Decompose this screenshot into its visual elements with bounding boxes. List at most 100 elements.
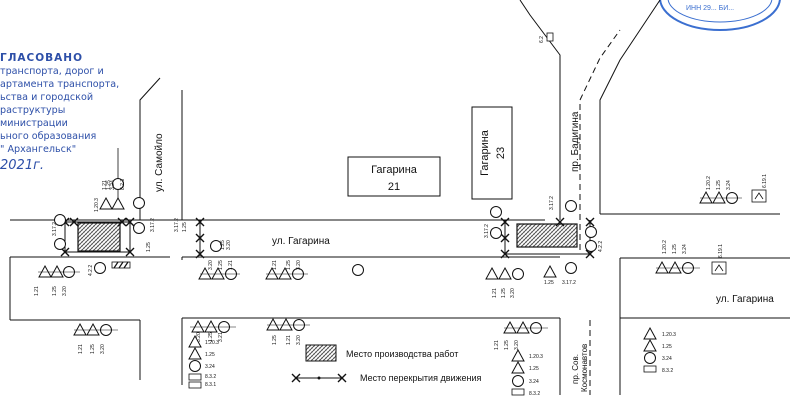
- legend: Место производства работ Место перекрыти…: [291, 344, 482, 383]
- stamp-line: ьного образования: [0, 131, 97, 142]
- sign-icon-triangle: [668, 261, 682, 274]
- svg-text:3.20: 3.20: [514, 340, 520, 350]
- street-label-kosmonavtov-1: пр. Сов.: [571, 354, 580, 384]
- svg-text:4.2.2: 4.2.2: [598, 241, 604, 252]
- building-23-street: Гагарина: [479, 129, 491, 176]
- sign-cluster-right-1: 1.20.2 1.25 3.24 6.19.1: [699, 174, 768, 204]
- sign-icon-triangle: [712, 191, 726, 204]
- barrier-west: [111, 261, 131, 269]
- sign-icon-circle: [490, 206, 502, 218]
- svg-text:3.24: 3.24: [205, 364, 215, 370]
- svg-text:3.20: 3.20: [226, 240, 232, 250]
- svg-text:8.2.3: 8.2.3: [120, 179, 126, 190]
- svg-text:1.21: 1.21: [228, 260, 234, 270]
- svg-text:3.24: 3.24: [529, 379, 539, 385]
- closure-middle: [195, 217, 205, 259]
- street-label-kosmonavtov-2: Космонавтов: [580, 344, 589, 392]
- svg-text:1.21: 1.21: [78, 344, 84, 354]
- svg-text:3.20: 3.20: [296, 335, 302, 345]
- sign-icon-triangle: [498, 267, 512, 280]
- sign-cluster-west: 1.21 1.25 3.24 8.2.3: [102, 148, 126, 200]
- badigina-west-edge: [519, 0, 561, 220]
- badigina-axis: [579, 29, 621, 250]
- svg-text:1.20.2: 1.20.2: [706, 176, 712, 190]
- sign-cluster-west-4: 1.21 1.25 3.20: [34, 265, 80, 296]
- svg-text:3.20: 3.20: [100, 344, 106, 354]
- svg-text:3.21: 3.21: [218, 332, 224, 342]
- seal: ИНН 29... БИ...: [659, 0, 781, 31]
- sign-icon-circle: [133, 197, 145, 209]
- svg-text:3.24: 3.24: [682, 244, 688, 254]
- svg-text:8.3.1: 8.3.1: [205, 382, 216, 388]
- street-label-gagarina-east: ул. Гагарина: [716, 294, 774, 305]
- svg-text:3.17.2: 3.17.2: [150, 218, 156, 232]
- svg-text:1.25: 1.25: [716, 180, 722, 190]
- svg-text:3.24: 3.24: [726, 180, 732, 190]
- building-23-number: 23: [495, 147, 507, 159]
- sign-icon-triangle: [485, 267, 499, 280]
- svg-text:1.20.3: 1.20.3: [529, 354, 543, 360]
- svg-text:1.25: 1.25: [205, 352, 215, 358]
- svg-text:1.20.3: 1.20.3: [662, 332, 676, 338]
- stamp-line: " Архангельск": [0, 144, 77, 155]
- sign-cluster-samoylo: 3.17.2 1.25 3.20 1.25 1.21: [174, 218, 240, 280]
- sign-cluster-lower-left: 1.21 1.25 3.20: [73, 323, 118, 354]
- sign-icon-circle: [512, 268, 524, 280]
- badigina-east-edge: [599, 0, 661, 214]
- stamp-line: ьства и городской: [0, 92, 94, 103]
- svg-text:3.24: 3.24: [662, 356, 672, 362]
- svg-text:8.3.2: 8.3.2: [529, 391, 540, 397]
- svg-text:1.25: 1.25: [286, 260, 292, 270]
- svg-text:1.21: 1.21: [492, 288, 498, 298]
- samoylo-west-edge: [139, 77, 161, 220]
- sign-cluster-west-3: 4.2.2 1.25 3.17.2: [52, 197, 152, 276]
- sign-icon-triangle: [279, 318, 293, 331]
- legend-work-area-label: Место производства работ: [346, 349, 458, 359]
- sign-icon-circle: [565, 200, 577, 212]
- svg-text:1.25: 1.25: [90, 344, 96, 354]
- svg-text:1.20.2: 1.20.2: [662, 240, 668, 254]
- approval-stamp: ГЛАСОВАНО транспорта, дорог и артамента …: [0, 52, 136, 202]
- sign-cluster-south-mid: 1.25 1.21 3.20: [266, 318, 310, 345]
- svg-text:8.3.2: 8.3.2: [205, 374, 216, 380]
- street-label-samoylo: ул. Самойло: [154, 133, 165, 192]
- road-edges: [9, 0, 790, 395]
- svg-text:1.25: 1.25: [662, 344, 672, 350]
- stamp-signature: 2021г.: [0, 158, 45, 173]
- sign-icon-circle: [189, 360, 201, 372]
- sign-icon-triangle: [503, 321, 517, 334]
- sign-cluster-mid: 1.21 1.25 3.20: [265, 260, 364, 280]
- svg-text:3.20: 3.20: [208, 260, 214, 270]
- svg-text:1.25: 1.25: [529, 366, 539, 372]
- svg-text:1.25: 1.25: [208, 332, 214, 342]
- sign-icon-circle: [54, 238, 66, 250]
- svg-text:1.20.3: 1.20.3: [94, 198, 100, 212]
- sign-icon-circle: [490, 227, 502, 239]
- svg-text:3.20: 3.20: [196, 332, 202, 342]
- svg-text:1.25: 1.25: [272, 335, 278, 345]
- sign-icon-circle: [585, 226, 597, 238]
- sign-icon-triangle: [511, 349, 525, 362]
- svg-text:3.17.2: 3.17.2: [549, 196, 555, 210]
- svg-text:6.2: 6.2: [539, 36, 545, 43]
- sign-icon-triangle: [204, 320, 218, 333]
- svg-text:1.21: 1.21: [34, 286, 40, 296]
- svg-text:3.24: 3.24: [110, 180, 116, 190]
- svg-text:1.25: 1.25: [146, 242, 152, 252]
- svg-text:1.25: 1.25: [501, 288, 507, 298]
- sign-cluster-right-2: 1.20.2 1.25 3.24 6.19.1: [655, 240, 727, 275]
- svg-text:1.25: 1.25: [106, 180, 112, 190]
- svg-text:3.17.2: 3.17.2: [52, 222, 58, 236]
- sign-cluster-stack-west: 1.20.3 1.25 3.24 8.3.2 8.3.1: [188, 335, 219, 389]
- svg-text:1.21: 1.21: [272, 260, 278, 270]
- building-21: Гагарина 21: [347, 156, 441, 197]
- sign-icon-triangle: [73, 323, 87, 336]
- sign-icon-triangle: [699, 191, 713, 204]
- svg-text:3.20: 3.20: [510, 288, 516, 298]
- sign-icon-circle: [94, 262, 106, 274]
- svg-text:1.25: 1.25: [672, 244, 678, 254]
- svg-text:3.17.2: 3.17.2: [484, 224, 490, 238]
- street-label-badigina: пр. Бадигина: [570, 111, 581, 172]
- svg-text:1.25: 1.25: [220, 240, 226, 250]
- sign-icon-circle: [133, 222, 145, 234]
